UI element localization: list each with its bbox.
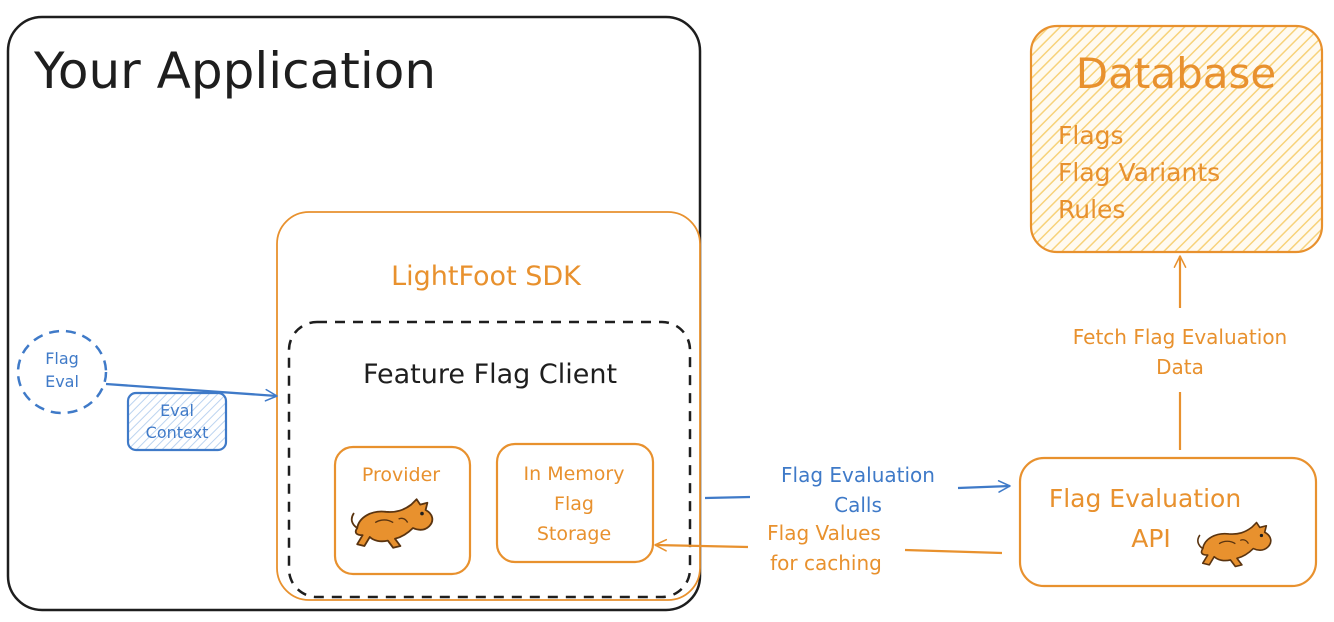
feature-flag-client-title: Feature Flag Client [363, 359, 617, 390]
flag-eval-line-1: Flag [45, 349, 79, 368]
database-item-rules: Rules [1058, 195, 1125, 224]
flag-eval-line-2: Eval [45, 372, 79, 391]
database-item-flags: Flags [1058, 121, 1124, 150]
eval-context-box: Eval Context [126, 391, 228, 452]
fetch-label-line-1: Fetch Flag Evaluation [1073, 325, 1287, 349]
values-label-line-2: for caching [770, 551, 882, 575]
storage-line-2: Flag [554, 493, 594, 515]
evaluation-calls-arrow-left [704, 495, 751, 500]
feature-flag-client-box: Feature Flag Client [287, 320, 692, 599]
lightfoot-sdk-title: LightFoot SDK [391, 261, 582, 292]
storage-line-1: In Memory [524, 463, 625, 485]
api-line-2: API [1131, 524, 1171, 553]
database-box: Database Flags Flag Variants Rules [1029, 24, 1324, 254]
provider-box: Provider [333, 445, 472, 576]
in-memory-storage-box: In Memory Flag Storage [495, 442, 655, 564]
calls-label-line-1: Flag Evaluation [781, 463, 935, 487]
database-title: Database [1076, 49, 1276, 98]
eval-to-client-arrow [105, 382, 278, 402]
flag-values-arrow-left [654, 538, 749, 552]
your-application-title: Your Application [33, 42, 436, 100]
evaluation-calls-arrow-right [957, 480, 1011, 493]
eval-context-line-2: Context [146, 423, 209, 442]
api-line-1: Flag Evaluation [1049, 484, 1241, 513]
provider-label: Provider [362, 464, 440, 486]
flag-eval-node: Flag Eval [16, 329, 108, 415]
fetch-label-line-2: Data [1156, 355, 1204, 379]
flag-values-arrow-right [904, 548, 1003, 555]
calls-label-line-2: Calls [834, 493, 882, 517]
storage-line-3: Storage [537, 523, 611, 545]
values-label-line-1: Flag Values [767, 521, 881, 545]
eval-context-line-1: Eval [160, 401, 194, 420]
database-item-flag-variants: Flag Variants [1058, 158, 1220, 187]
flag-evaluation-api-box: Flag Evaluation API [1018, 456, 1318, 588]
